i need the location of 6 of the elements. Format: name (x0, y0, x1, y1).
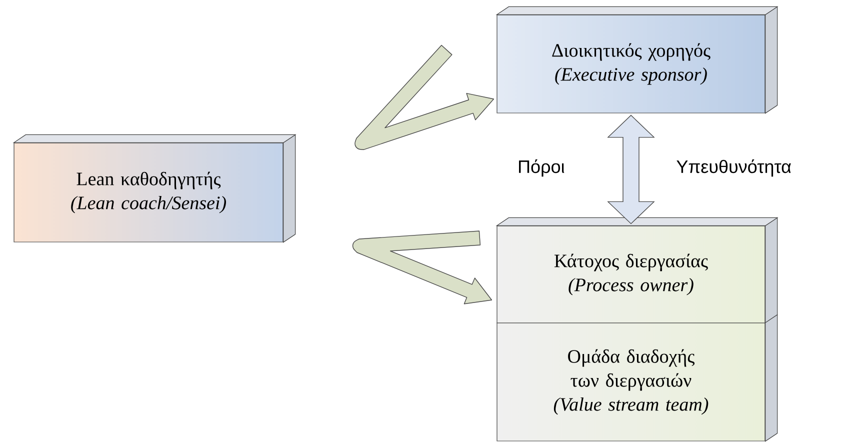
double-arrow (607, 114, 655, 224)
u-turn-arrow (354, 44, 494, 150)
process-box: Ομάδα διαδοχής των διεργασιών (Value stream team) (496, 314, 778, 442)
arrow-label: Υπευθυνότητα (676, 159, 791, 177)
arrow-label: Πόροι (519, 159, 564, 177)
u-turn-arrow (352, 230, 492, 304)
